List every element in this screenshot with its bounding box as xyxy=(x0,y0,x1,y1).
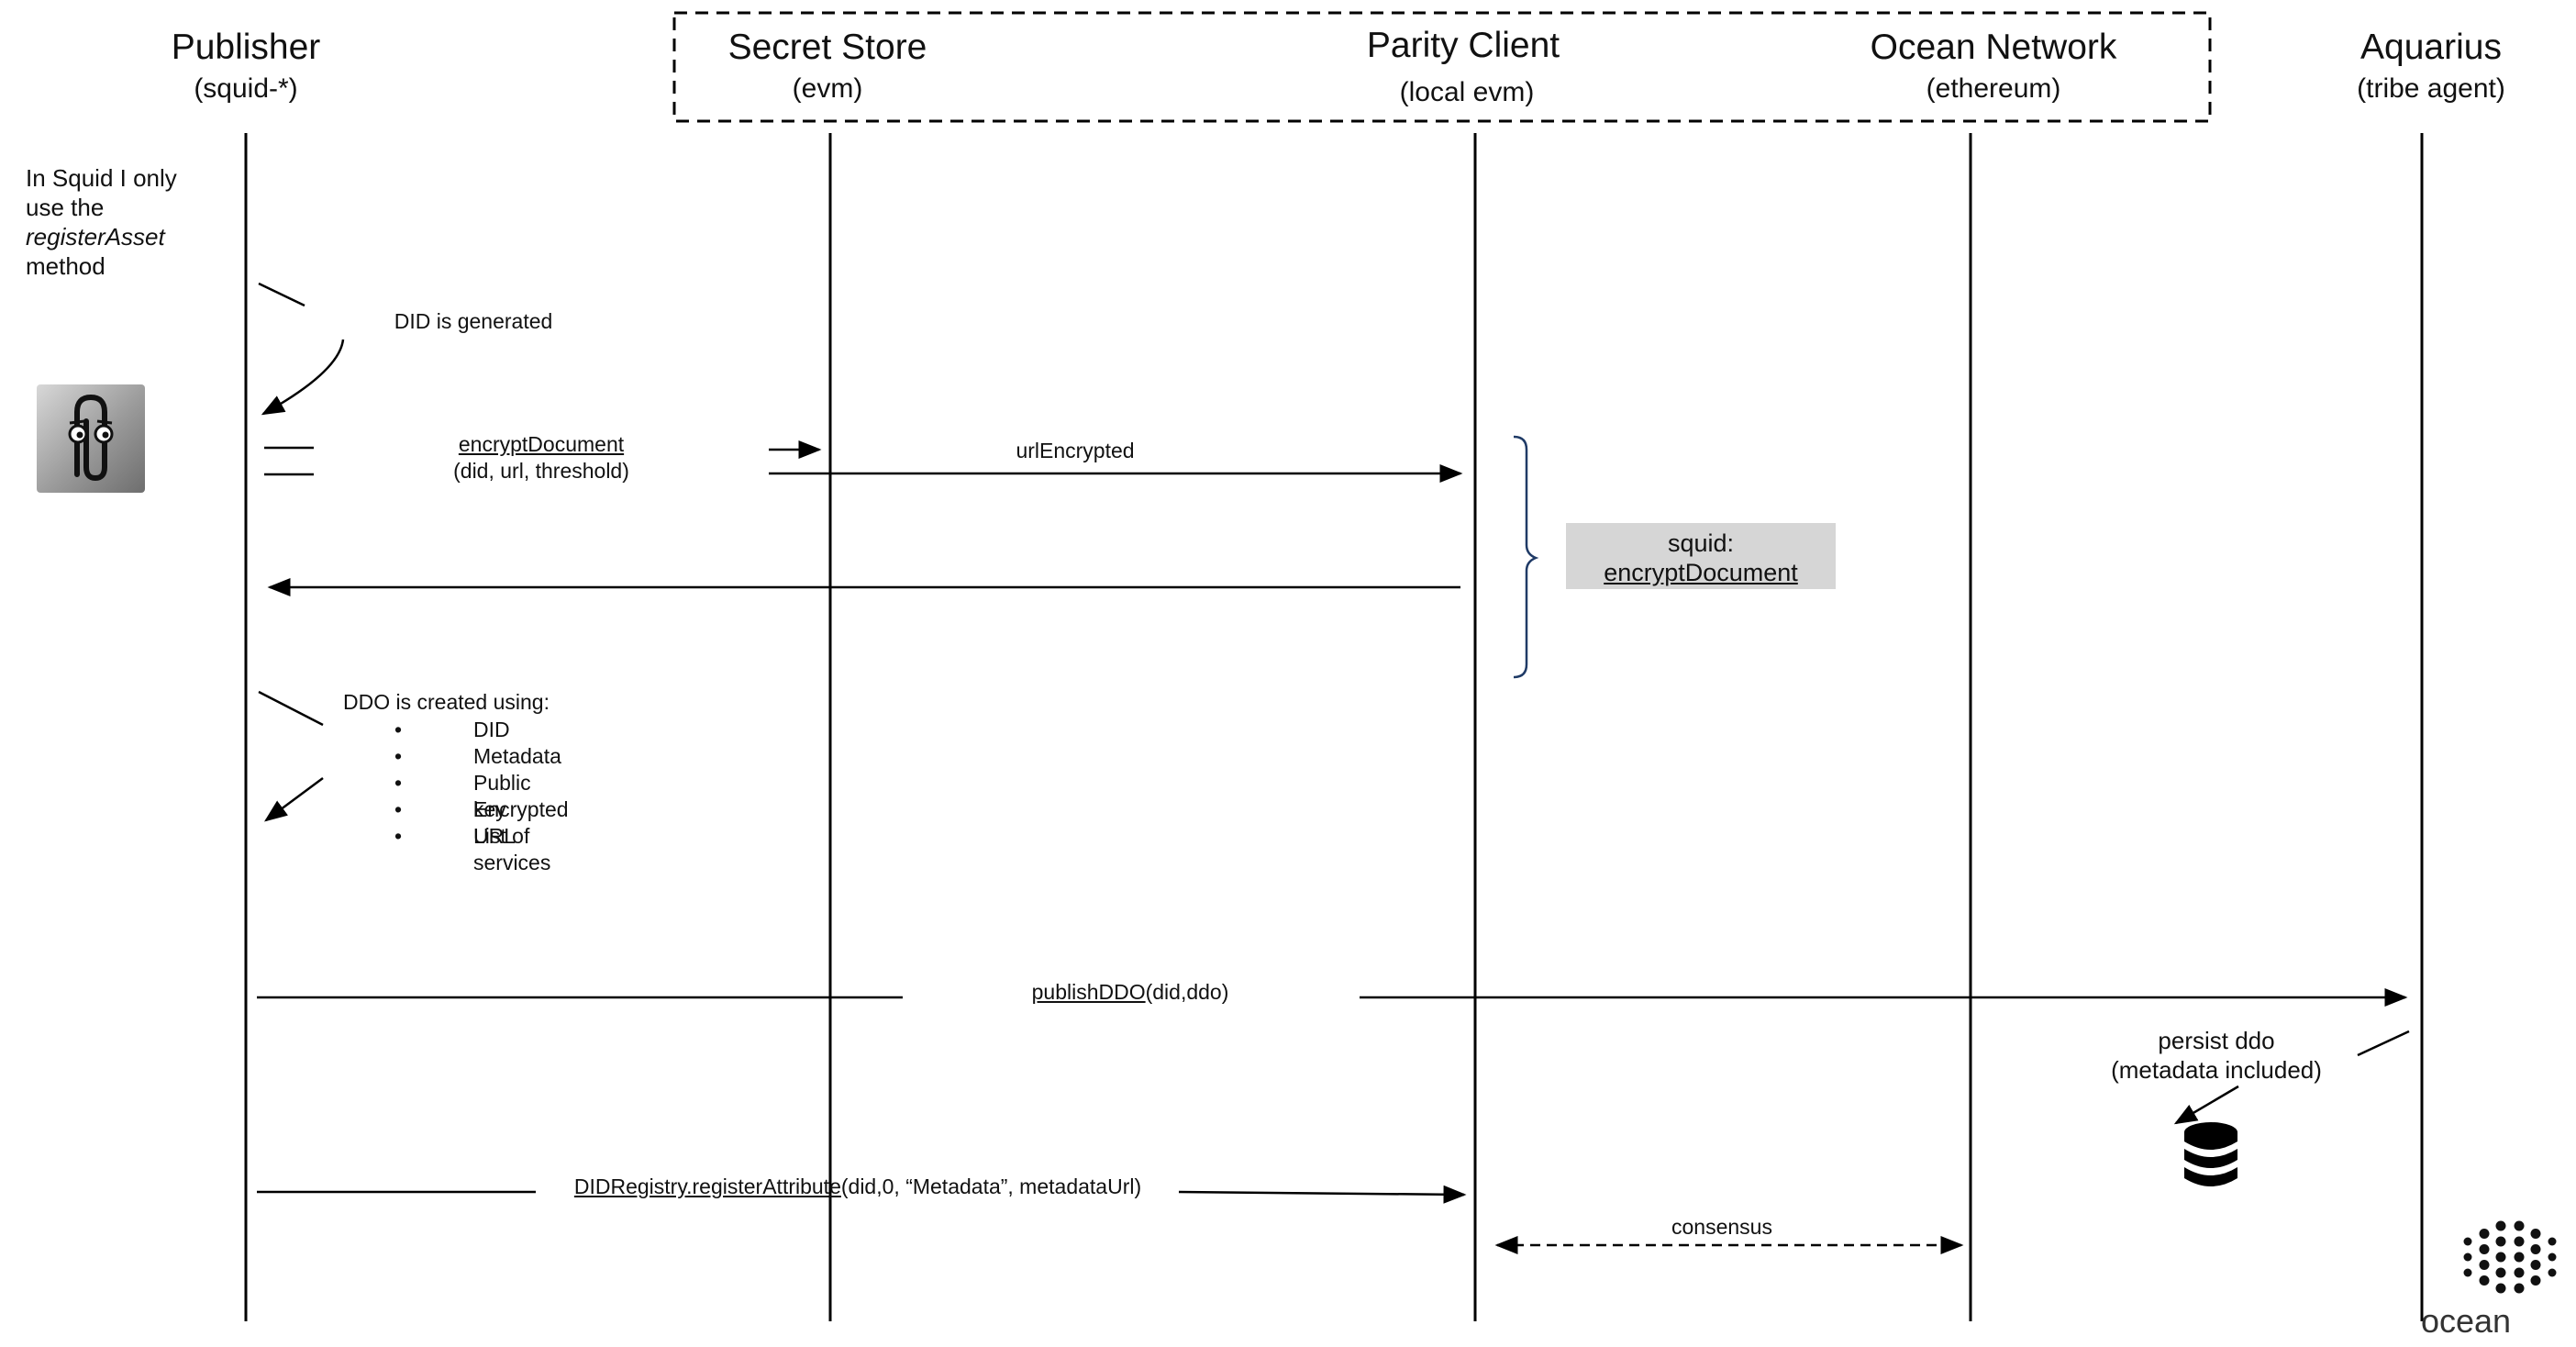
logo-dot xyxy=(2548,1268,2557,1277)
side-note-line2: use the xyxy=(26,194,105,221)
logo-dot xyxy=(2514,1267,2525,1278)
publish-ddo-label: publishDDO(did,ddo) xyxy=(1032,980,1229,1005)
did-loop-arrow xyxy=(261,339,345,416)
register-attribute-method: DIDRegistry.registerAttribute xyxy=(573,1174,841,1198)
evm-group-box xyxy=(672,11,2212,123)
side-note: In Squid I only use the registerAsset me… xyxy=(26,163,177,281)
persist-tail xyxy=(2357,1030,2410,1057)
url-encrypted-label: urlEncrypted xyxy=(1016,439,1135,462)
logo-dot xyxy=(2479,1229,2490,1239)
publisher-subtitle: (squid-*) xyxy=(194,73,298,104)
aquarius-title: Aquarius xyxy=(2360,28,2502,67)
publish-ddo-method: publishDDO xyxy=(1031,980,1146,1004)
logo-dot xyxy=(2479,1275,2490,1286)
register-attribute-label: DIDRegistry.registerAttribute(did,0, “Me… xyxy=(574,1174,1141,1199)
ddo-loop-tail xyxy=(258,690,324,727)
parity-client-subtitle: (local evm) xyxy=(1399,77,1535,107)
logo-dot xyxy=(2463,1252,2472,1262)
paperclip-assistant-icon xyxy=(37,384,145,493)
aquarius-subtitle: (tribe agent) xyxy=(2357,73,2505,104)
logo-dot xyxy=(2463,1237,2472,1246)
publisher-title: Publisher xyxy=(171,28,321,67)
logo-dot xyxy=(2514,1283,2525,1294)
logo-dot xyxy=(2463,1268,2472,1277)
register-arrow xyxy=(1178,1185,1467,1204)
persist-arrow xyxy=(2173,1085,2239,1125)
logo-dot xyxy=(2514,1220,2525,1231)
persist-ddo-note: persist ddo (metadata included) xyxy=(2111,1026,2322,1085)
ocean-logo-text: ocean xyxy=(2420,1302,2512,1340)
secret-store-title: Secret Store xyxy=(727,28,927,67)
publish-ddo-args: (did,ddo) xyxy=(1145,980,1229,1004)
encrypt-document-label: encryptDocument xyxy=(458,432,625,456)
logo-dot xyxy=(2530,1260,2541,1270)
persist-note-line2: (metadata included) xyxy=(2111,1056,2322,1084)
side-note-line4: method xyxy=(26,252,105,280)
ocean-network-title: Ocean Network xyxy=(1870,28,2117,67)
logo-dot xyxy=(2548,1252,2557,1262)
logo-dot xyxy=(2495,1267,2506,1278)
ddo-created-note: DDO is created using: xyxy=(343,690,550,714)
side-note-line1: In Squid I only xyxy=(26,164,177,192)
squid-encrypt-box: squid: encryptDocument xyxy=(1566,523,1836,589)
logo-dot xyxy=(2530,1244,2541,1254)
logo-dot xyxy=(2495,1252,2506,1263)
logo-dot xyxy=(2495,1220,2506,1231)
logo-dot xyxy=(2479,1244,2490,1254)
ocean-logo-icon xyxy=(2463,1220,2557,1294)
squid-box-title: squid: xyxy=(1667,529,1735,557)
logo-dot xyxy=(2514,1236,2525,1247)
ocean-network-subtitle: (ethereum) xyxy=(1926,73,2061,104)
logo-dot xyxy=(2495,1236,2506,1247)
logo-dot xyxy=(2530,1229,2541,1239)
logo-dot xyxy=(2530,1275,2541,1286)
ddo-loop-arrow xyxy=(263,776,324,822)
squid-box-method: encryptDocument xyxy=(1604,559,1798,586)
did-generated-note: DID is generated xyxy=(394,309,553,333)
parity-client-title: Parity Client xyxy=(1366,26,1560,65)
side-note-method: registerAsset xyxy=(26,223,165,250)
encrypt-document-args: (did, url, threshold) xyxy=(453,459,629,483)
did-loop-tail xyxy=(258,282,305,307)
logo-dot xyxy=(2479,1260,2490,1270)
secret-store-subtitle: (evm) xyxy=(792,73,863,104)
consensus-label: consensus xyxy=(1671,1215,1772,1239)
logo-dot xyxy=(2514,1252,2525,1263)
logo-dot xyxy=(2548,1237,2557,1246)
persist-note-line1: persist ddo xyxy=(2158,1027,2275,1054)
encrypt-bracket xyxy=(1513,435,1539,679)
logo-dot xyxy=(2495,1283,2506,1294)
register-attribute-args: (did,0, “Metadata”, metadataUrl) xyxy=(840,1174,1142,1198)
database-icon xyxy=(2184,1122,2237,1186)
